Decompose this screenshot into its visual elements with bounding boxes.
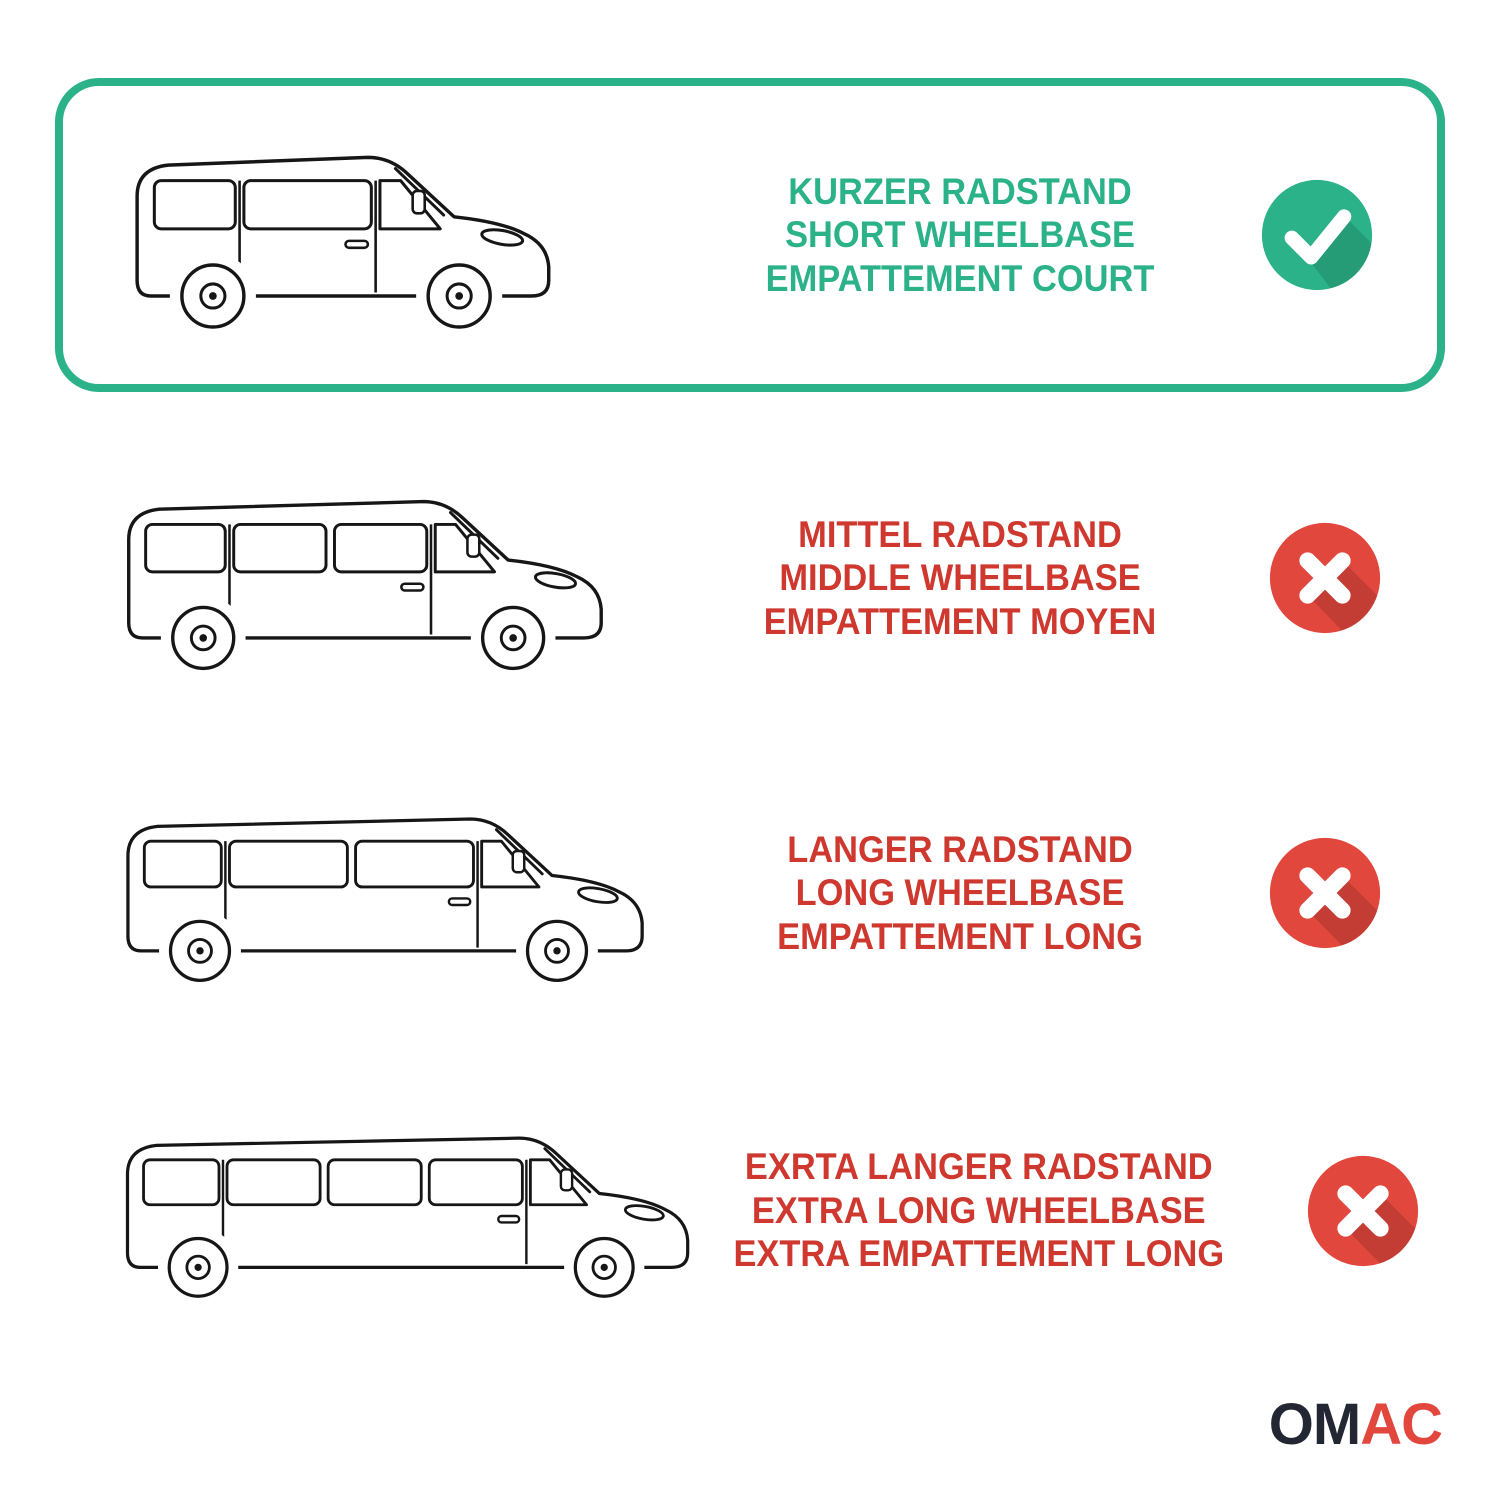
status-icon-cell [1243,1153,1483,1269]
van-drawing-short [63,110,723,360]
label-line-de: EXRTA LANGER RADSTAND [744,1146,1213,1188]
label-line-fr: EXTRA EMPATTEMENT LONG [733,1233,1225,1275]
status-icon-cell [1205,520,1445,636]
label-line-fr: EMPATTEMENT MOYEN [763,600,1157,642]
cross-icon [1269,837,1381,949]
label-line-en: LONG WHEELBASE [795,872,1125,914]
logo-text-dark: OM [1268,1392,1361,1457]
variant-label-extra-long: EXRTA LANGER RADSTAND EXTRA LONG WHEELBA… [733,1145,1224,1276]
label-line-de: MITTEL RADSTAND [798,513,1122,555]
label-line-de: LANGER RADSTAND [787,828,1133,870]
variant-row-middle-wheelbase: MITTEL RADSTAND MIDDLE WHEELBASE EMPATTE… [55,428,1445,728]
omac-logo: OMAC [1268,1391,1443,1458]
van-drawing-long [55,774,715,1011]
variant-row-short-wheelbase: KURZER RADSTAND SHORT WHEELBASE EMPATTEM… [55,78,1445,392]
status-icon-cell [1197,177,1437,293]
label-line-en: SHORT WHEELBASE [785,214,1135,256]
variant-label-short: KURZER RADSTAND SHORT WHEELBASE EMPATTEM… [740,170,1181,301]
variant-label-middle: MITTEL RADSTAND MIDDLE WHEELBASE EMPATTE… [732,513,1188,644]
label-line-de: KURZER RADSTAND [788,170,1132,212]
label-line-en: MIDDLE WHEELBASE [779,557,1141,599]
logo-text-red: AC [1360,1392,1443,1457]
label-line-en: EXTRA LONG WHEELBASE [751,1189,1206,1231]
label-line-fr: EMPATTEMENT COURT [765,257,1155,299]
label-line-fr: EMPATTEMENT LONG [777,915,1143,957]
check-icon [1261,179,1373,291]
cross-icon [1307,1155,1418,1266]
cross-icon [1269,522,1381,634]
van-drawing-extra-long [55,1094,715,1327]
variant-row-extra-long-wheelbase: EXRTA LANGER RADSTAND EXTRA LONG WHEELBA… [55,1048,1445,1373]
van-drawing-middle [55,455,715,701]
variant-label-long: LANGER RADSTAND LONG WHEELBASE EMPATTEME… [732,828,1188,959]
status-icon-cell [1205,835,1445,951]
variant-row-long-wheelbase: LANGER RADSTAND LONG WHEELBASE EMPATTEME… [55,738,1445,1048]
